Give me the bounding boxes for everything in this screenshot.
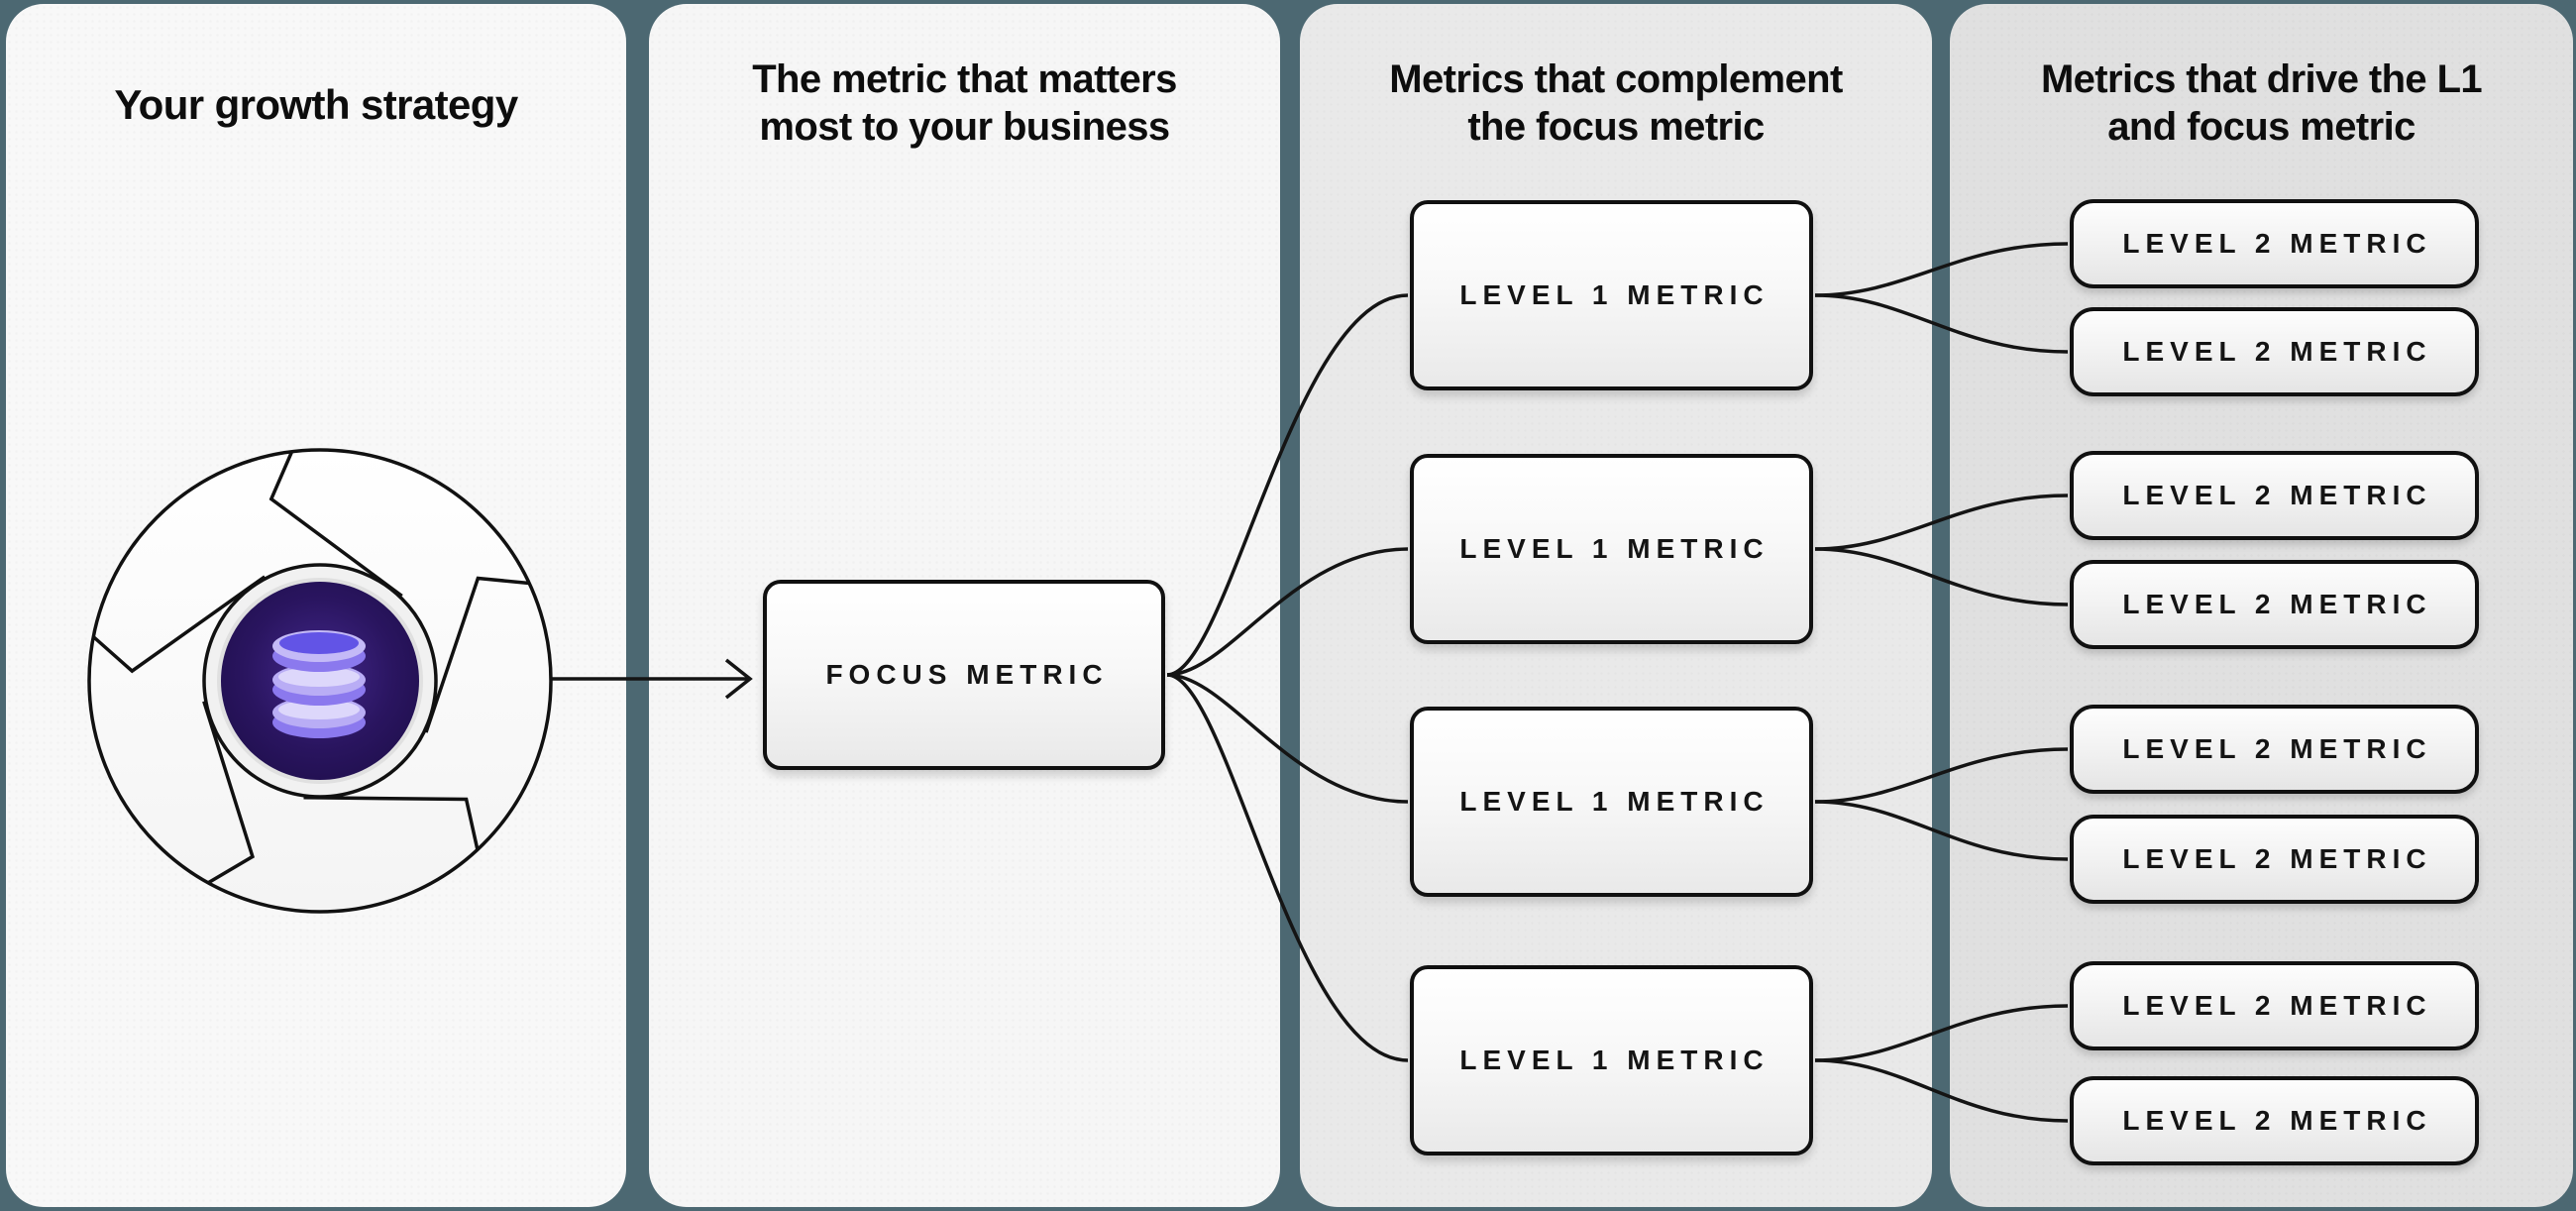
flywheel-blade-lines: [92, 451, 530, 885]
level2-metric-label-8: LEVEL 2 METRIC: [2122, 1105, 2432, 1136]
level1-metric-box-2: LEVEL 1 METRIC: [1410, 454, 1813, 644]
panel-level2-metrics-title: Metrics that drive the L1 and focus metr…: [1950, 55, 2573, 151]
level2-metric-box-3: LEVEL 2 METRIC: [2070, 451, 2479, 540]
panel-level1-title-line1: Metrics that complement: [1389, 57, 1843, 101]
database-icon: [272, 630, 366, 738]
level1-metric-box-1: LEVEL 1 METRIC: [1410, 200, 1813, 390]
level1-metric-label-3: LEVEL 1 METRIC: [1459, 786, 1770, 817]
level1-metric-box-4: LEVEL 1 METRIC: [1410, 965, 1813, 1156]
growth-flywheel-database-icon: [87, 448, 553, 914]
level1-metric-label-4: LEVEL 1 METRIC: [1459, 1045, 1770, 1075]
level2-metric-label-7: LEVEL 2 METRIC: [2122, 990, 2432, 1021]
level2-metric-label-6: LEVEL 2 METRIC: [2122, 843, 2432, 874]
panel-level2-title-line2: and focus metric: [2107, 105, 2415, 149]
level2-metric-label-1: LEVEL 2 METRIC: [2122, 228, 2432, 259]
level2-metric-label-3: LEVEL 2 METRIC: [2122, 480, 2432, 510]
level2-metric-box-4: LEVEL 2 METRIC: [2070, 560, 2479, 649]
level1-metric-box-3: LEVEL 1 METRIC: [1410, 707, 1813, 897]
focus-metric-box: FOCUS METRIC: [763, 580, 1165, 770]
level1-metric-label-2: LEVEL 1 METRIC: [1459, 533, 1770, 564]
focus-metric-label: FOCUS METRIC: [825, 659, 1109, 690]
level2-metric-label-4: LEVEL 2 METRIC: [2122, 589, 2432, 619]
panel-focus-metric-title-line2: most to your business: [759, 105, 1170, 149]
panel-level1-title-line2: the focus metric: [1467, 105, 1765, 149]
panel-level2-title-line1: Metrics that drive the L1: [2040, 57, 2483, 101]
panel-focus-metric-title: The metric that matters most to your bus…: [649, 55, 1280, 151]
level2-metric-label-5: LEVEL 2 METRIC: [2122, 733, 2432, 764]
panel-level1-metrics-title: Metrics that complement the focus metric: [1300, 55, 1932, 151]
level2-metric-box-7: LEVEL 2 METRIC: [2070, 961, 2479, 1050]
level2-metric-box-6: LEVEL 2 METRIC: [2070, 815, 2479, 904]
level2-metric-box-1: LEVEL 2 METRIC: [2070, 199, 2479, 288]
level2-metric-box-2: LEVEL 2 METRIC: [2070, 307, 2479, 396]
level2-metric-box-8: LEVEL 2 METRIC: [2070, 1076, 2479, 1165]
level2-metric-box-5: LEVEL 2 METRIC: [2070, 705, 2479, 794]
panel-focus-metric-title-line1: The metric that matters: [752, 57, 1177, 101]
level2-metric-label-2: LEVEL 2 METRIC: [2122, 336, 2432, 367]
panel-growth-strategy-title: Your growth strategy: [114, 81, 518, 128]
level1-metric-label-1: LEVEL 1 METRIC: [1459, 279, 1770, 310]
